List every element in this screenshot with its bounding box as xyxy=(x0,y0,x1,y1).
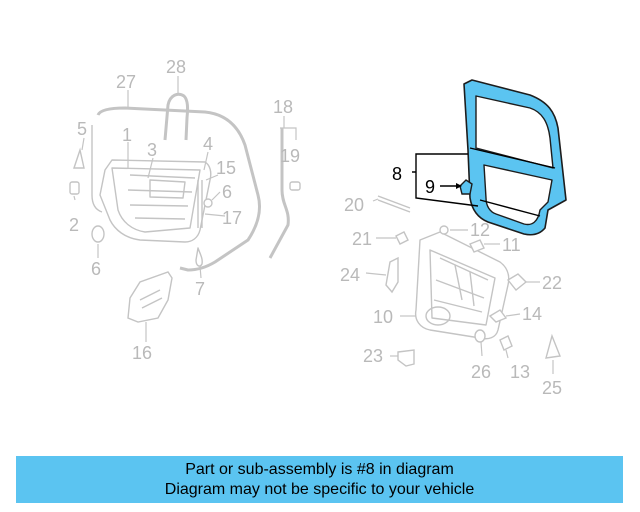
part-24-handle xyxy=(385,256,399,294)
callout-19: 19 xyxy=(280,146,300,166)
door-frame-lower-opening xyxy=(483,164,553,226)
callout-17: 17 xyxy=(222,208,242,228)
callout-23: 23 xyxy=(363,346,383,366)
callout-14: 14 xyxy=(522,304,542,324)
callout-25: 25 xyxy=(542,378,562,398)
part-14 xyxy=(488,309,508,323)
callout-22: 22 xyxy=(542,273,562,293)
callout-10: 10 xyxy=(373,307,393,327)
part-22 xyxy=(506,273,528,291)
info-banner: Part or sub-assembly is #8 in diagram Di… xyxy=(16,456,623,503)
part-25 xyxy=(545,333,561,359)
banner-line-2: Diagram may not be specific to your vehi… xyxy=(164,481,475,498)
callout-11: 11 xyxy=(502,235,521,255)
part-20 xyxy=(377,195,411,213)
callout-27: 27 xyxy=(116,72,136,92)
callout-28: 28 xyxy=(166,57,186,77)
callout-labels: 27 28 5 1 3 4 15 6 17 2 6 7 16 18 19 8 9… xyxy=(69,57,562,398)
banner-line-1: Part or sub-assembly is #8 in diagram xyxy=(185,461,454,478)
callout-16: 16 xyxy=(132,343,152,363)
part-19 xyxy=(289,181,301,191)
part-12 xyxy=(439,225,449,235)
part-6-left xyxy=(91,225,105,243)
callout-15: 15 xyxy=(216,158,236,178)
weatherstrip-27 xyxy=(96,106,262,272)
callout-1: 1 xyxy=(122,125,132,145)
part-6-right xyxy=(203,198,213,208)
callout-18: 18 xyxy=(273,97,293,117)
part-26 xyxy=(474,329,486,343)
callout-9: 9 xyxy=(425,177,435,197)
inner-panel-group xyxy=(365,198,561,374)
callout-6a: 6 xyxy=(222,182,232,202)
part-13 xyxy=(499,335,513,351)
callout-24: 24 xyxy=(340,265,360,285)
callout-20: 20 xyxy=(344,195,364,215)
leader-8 xyxy=(412,153,479,207)
part-2 xyxy=(69,181,80,195)
callout-5: 5 xyxy=(77,119,87,139)
callout-4: 4 xyxy=(203,134,213,154)
callout-12: 12 xyxy=(470,220,490,240)
part-18-hose xyxy=(268,128,290,259)
door-frame-8 xyxy=(412,79,567,236)
door-panel-1 xyxy=(99,159,212,243)
part-17-bar xyxy=(197,180,203,228)
seal-28 xyxy=(163,92,190,141)
part-9-clip xyxy=(459,179,473,195)
inner-panel-10 xyxy=(414,231,510,340)
callout-8: 8 xyxy=(392,164,402,184)
door-shell-group xyxy=(69,76,411,342)
part-23 xyxy=(397,349,415,367)
part-5 xyxy=(73,147,85,169)
part-21 xyxy=(395,231,409,245)
door-frame-window xyxy=(475,95,554,169)
callout-3: 3 xyxy=(147,140,157,160)
callout-21: 21 xyxy=(352,229,372,249)
part-16-bracket xyxy=(127,271,173,323)
callout-26: 26 xyxy=(471,362,491,382)
callout-7: 7 xyxy=(195,279,205,299)
callout-13: 13 xyxy=(510,362,530,382)
part-11 xyxy=(469,239,485,253)
callout-6b: 6 xyxy=(91,259,101,279)
callout-2: 2 xyxy=(69,215,79,235)
part-7 xyxy=(195,247,203,267)
